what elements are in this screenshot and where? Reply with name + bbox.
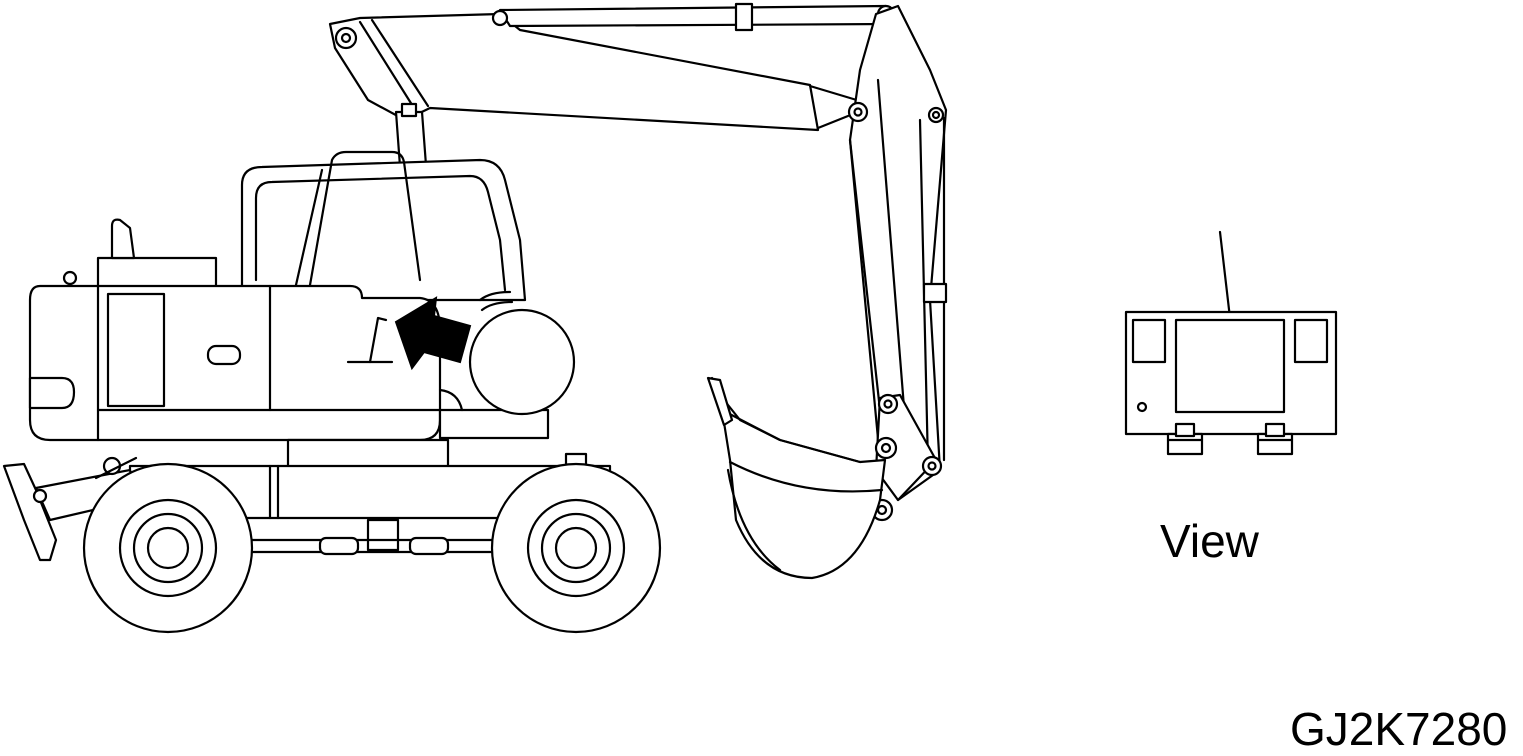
location-arrow-icon <box>394 296 472 371</box>
upper-body <box>28 284 550 442</box>
panel-detail <box>1124 230 1338 456</box>
view-label: View <box>1160 515 1259 567</box>
panel-connector-right <box>1256 422 1294 456</box>
rear-wheel <box>490 462 662 634</box>
cab <box>240 150 527 312</box>
bucket-linkage <box>870 393 943 522</box>
arm-cylinder <box>491 2 896 32</box>
bucket <box>706 376 887 580</box>
panel-connector-left <box>1166 422 1204 456</box>
front-wheel <box>82 462 254 634</box>
dozer-blade <box>2 456 138 562</box>
engine-hood <box>62 218 218 292</box>
figure-code: GJ2K7280 <box>1290 703 1508 755</box>
bucket-cylinder <box>918 116 948 467</box>
tank-drum <box>438 308 576 416</box>
